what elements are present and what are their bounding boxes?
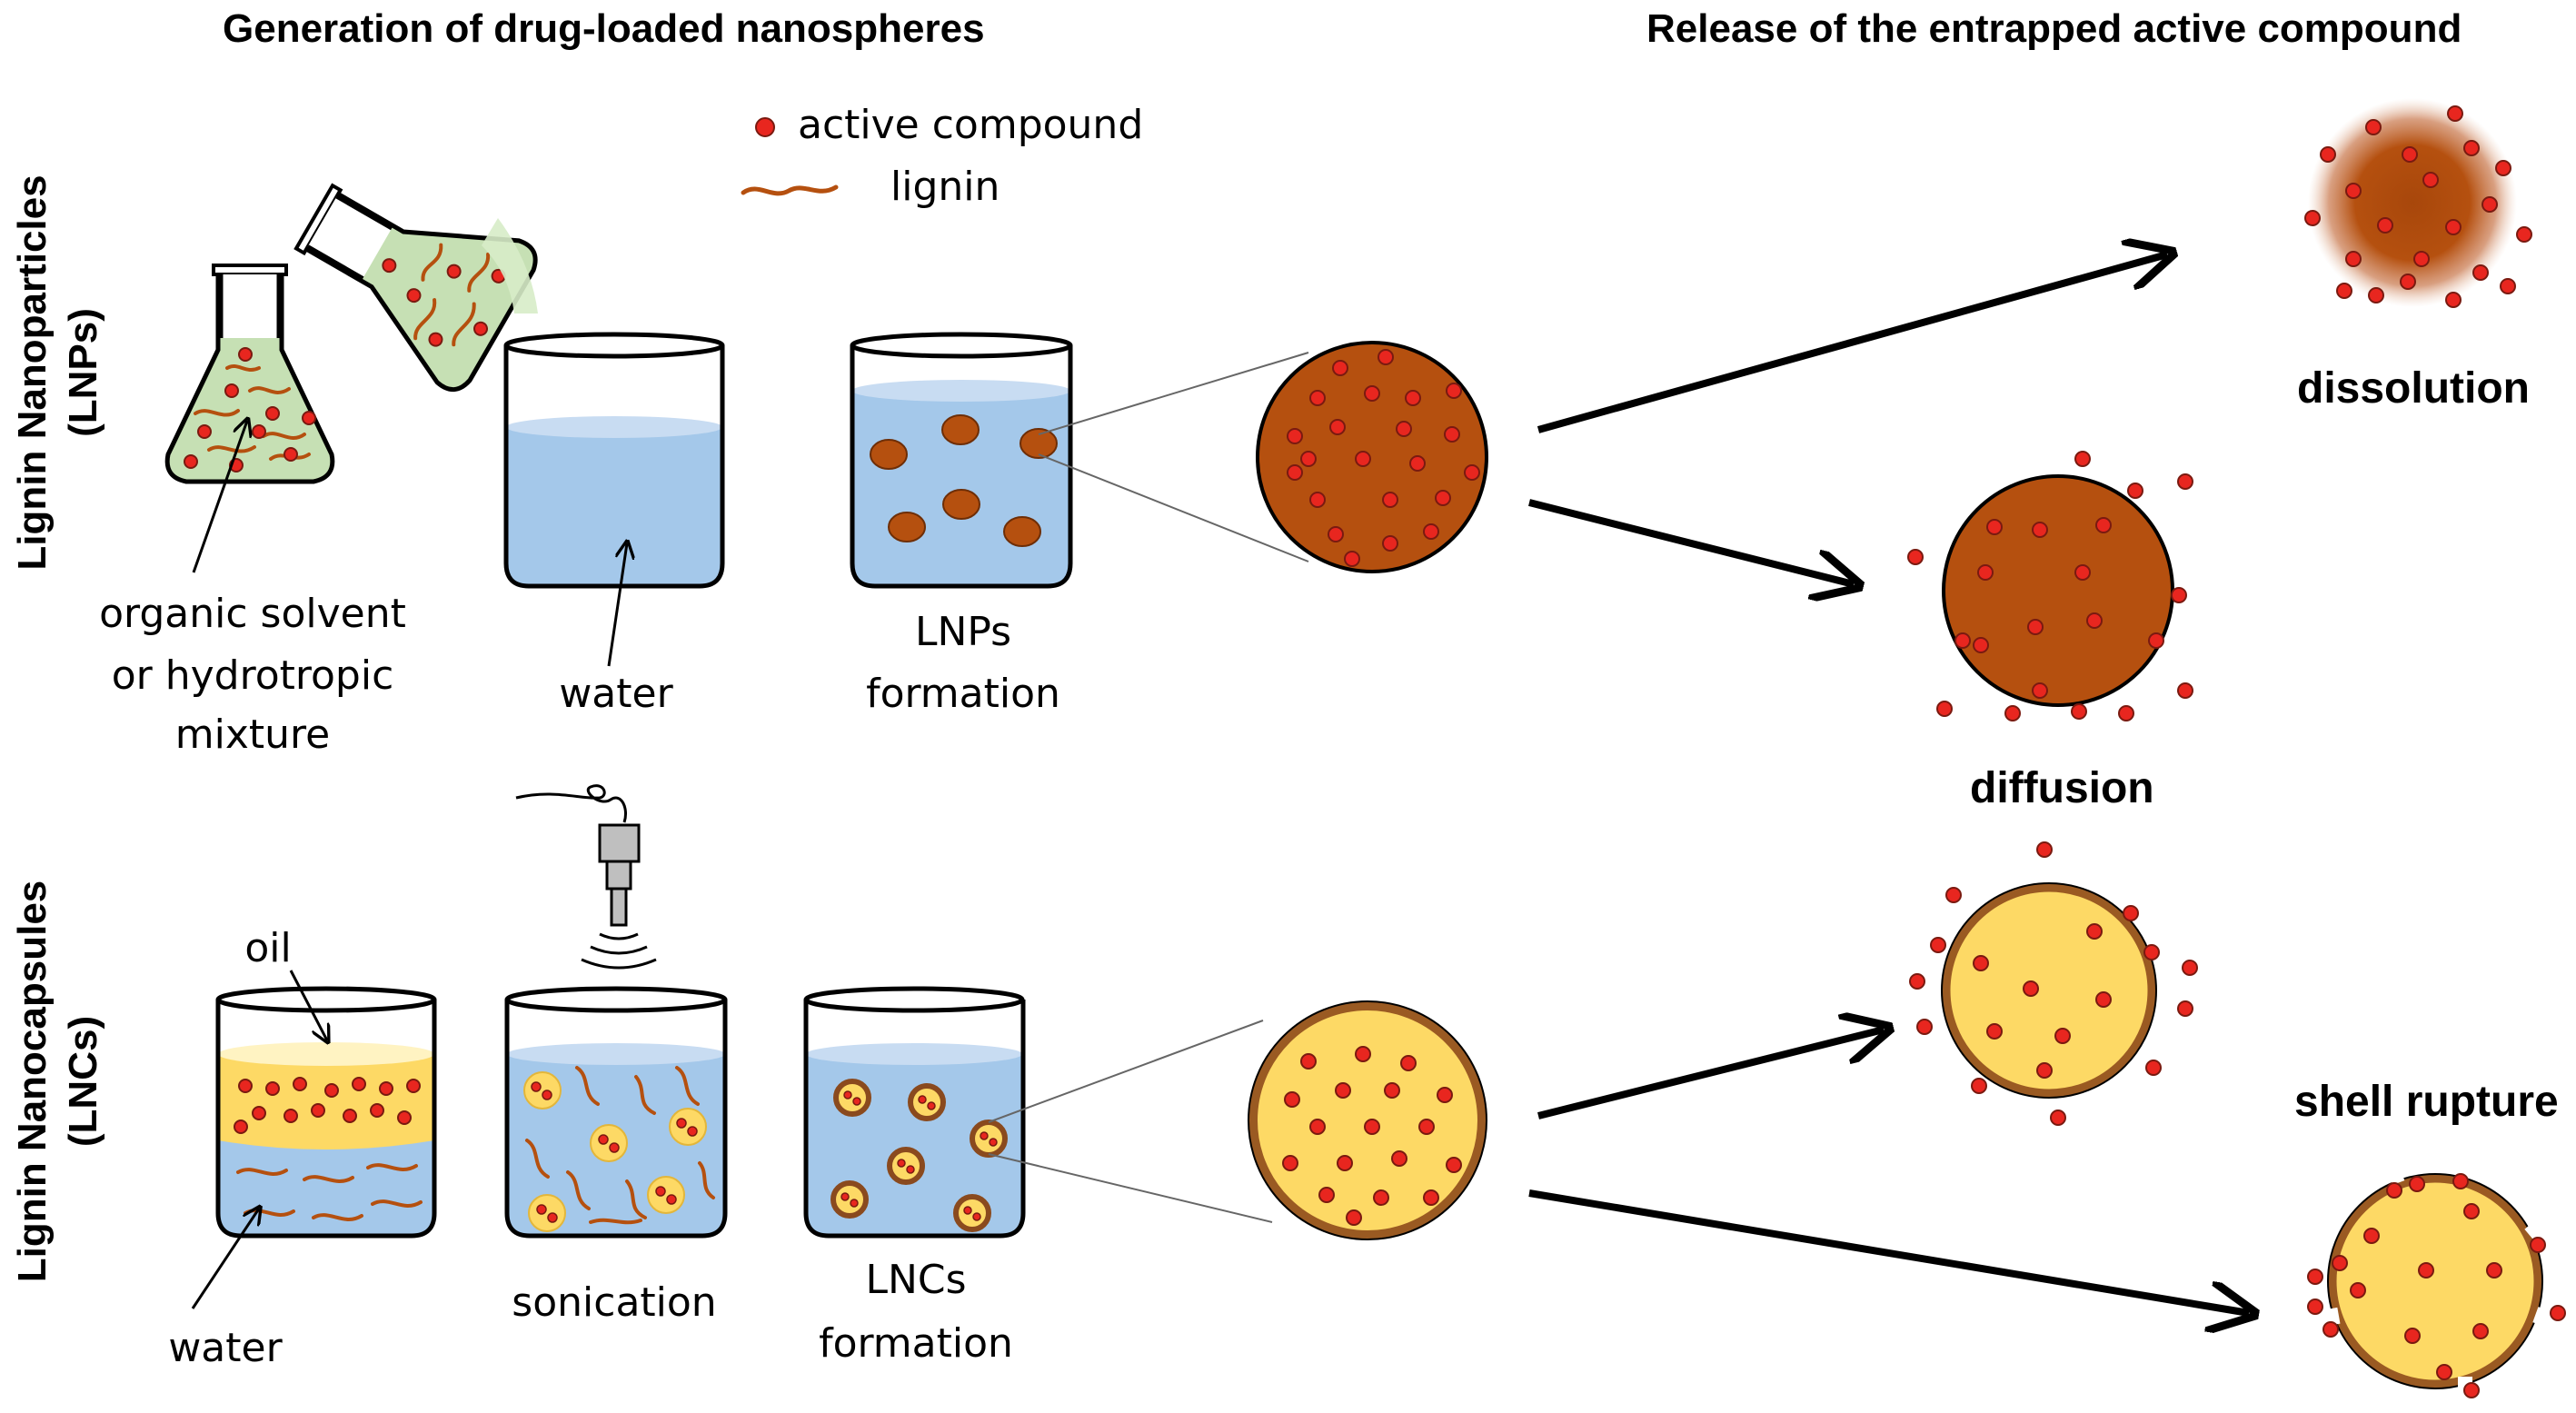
beaker-water bbox=[503, 332, 725, 589]
label-organic-solvent-line2: or hydrotropic bbox=[112, 652, 394, 699]
heading-release: Release of the entrapped active compound bbox=[1646, 6, 2462, 51]
dissolution-particle bbox=[2304, 98, 2532, 308]
side-label-lncs: Lignin Nanocapsules (LNCs) bbox=[10, 881, 105, 1283]
diffusion-lnp-particle bbox=[1907, 451, 2193, 721]
pouring-flask bbox=[293, 183, 538, 393]
flask-active-compound bbox=[184, 347, 316, 473]
lnc-capsules-in-beaker bbox=[830, 1079, 1008, 1232]
legend: active compound lignin bbox=[741, 102, 1143, 210]
side-label-lnps-line2: (LNPs) bbox=[61, 308, 105, 437]
shell-cracks bbox=[2324, 1167, 2551, 1389]
label-dissolution: dissolution bbox=[2297, 364, 2530, 413]
erlenmeyer-flask bbox=[164, 264, 335, 484]
sonicator-probe bbox=[515, 784, 657, 970]
flask-neck-top bbox=[212, 264, 288, 276]
shell-rupture-capsule bbox=[2307, 1167, 2566, 1398]
label-lncs-formation-line1: LNCs bbox=[865, 1257, 966, 1303]
flask-lignin-strands bbox=[194, 364, 311, 461]
diffusion-lnc-capsule bbox=[1909, 841, 2198, 1126]
pointer-oil bbox=[289, 970, 327, 1040]
arrow-to-dissolution bbox=[1537, 254, 2167, 433]
legend-active-compound-dot bbox=[755, 117, 775, 137]
side-label-lncs-line1: Lignin Nanocapsules bbox=[10, 881, 55, 1283]
lnp-zoomed-particle bbox=[1256, 341, 1488, 573]
side-label-lncs-line2: (LNCs) bbox=[61, 1016, 105, 1147]
label-diffusion: diffusion bbox=[1970, 764, 2154, 812]
arrow-to-diffusion-lnc bbox=[1537, 1030, 1884, 1119]
beaker-sonication bbox=[504, 986, 728, 1239]
pointer-water-bottom bbox=[191, 1209, 259, 1309]
beaker-lnps-formation bbox=[850, 332, 1073, 589]
side-label-lnps: Lignin Nanoparticles (LNPs) bbox=[10, 174, 105, 570]
arrow-to-shell-rupture bbox=[1528, 1189, 2249, 1313]
label-lnps-formation-line1: LNPs bbox=[915, 609, 1011, 655]
pointer-water-top bbox=[607, 543, 627, 667]
oil-droplets bbox=[523, 1071, 707, 1232]
label-shell-rupture: shell rupture bbox=[2294, 1078, 2559, 1126]
legend-active-compound-label: active compound bbox=[798, 102, 1143, 148]
label-lnps-formation-line2: formation bbox=[866, 671, 1060, 717]
legend-lignin-squiggle bbox=[741, 184, 839, 196]
label-water-bottom: water bbox=[168, 1325, 283, 1371]
side-label-lnps-line1: Lignin Nanoparticles bbox=[10, 174, 55, 570]
beaker-oil-water bbox=[215, 986, 437, 1239]
label-oil: oil bbox=[244, 925, 291, 971]
label-lncs-formation-line2: formation bbox=[819, 1320, 1013, 1367]
lnc-zoomed-capsule bbox=[1248, 1000, 1487, 1240]
label-sonication: sonication bbox=[512, 1279, 716, 1326]
label-organic-solvent-line3: mixture bbox=[175, 711, 330, 758]
label-organic-solvent-line1: organic solvent bbox=[99, 591, 406, 637]
beaker-lncs-formation bbox=[803, 986, 1026, 1239]
label-water-top: water bbox=[559, 671, 673, 717]
arrow-to-diffusion-lnp bbox=[1528, 499, 1854, 584]
pour-stream bbox=[482, 218, 538, 313]
pointer-flask bbox=[192, 421, 247, 573]
sonication-waves bbox=[581, 932, 657, 970]
lnp-particles-in-beaker bbox=[870, 414, 1058, 547]
heading-generation: Generation of drug-loaded nanospheres bbox=[223, 6, 985, 51]
legend-lignin-label: lignin bbox=[890, 164, 1000, 210]
